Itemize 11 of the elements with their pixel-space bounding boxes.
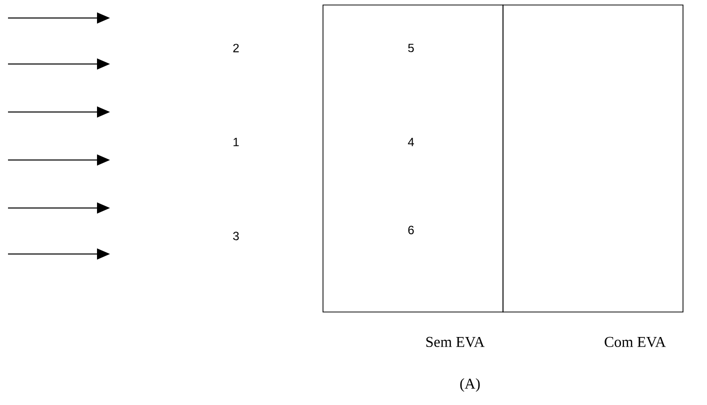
number-label: 2 — [233, 44, 239, 52]
number-label: 1 — [234, 138, 239, 146]
column-label: Sem EVA — [426, 336, 485, 348]
number-label: 3 — [233, 232, 239, 240]
column-label: Com EVA — [604, 336, 666, 348]
number-label: 4 — [408, 138, 414, 146]
caption: (A) — [460, 378, 480, 392]
panel-box — [502, 4, 684, 312]
panel-box — [322, 4, 504, 312]
number-label: 5 — [408, 44, 414, 52]
number-label: 6 — [408, 226, 414, 234]
